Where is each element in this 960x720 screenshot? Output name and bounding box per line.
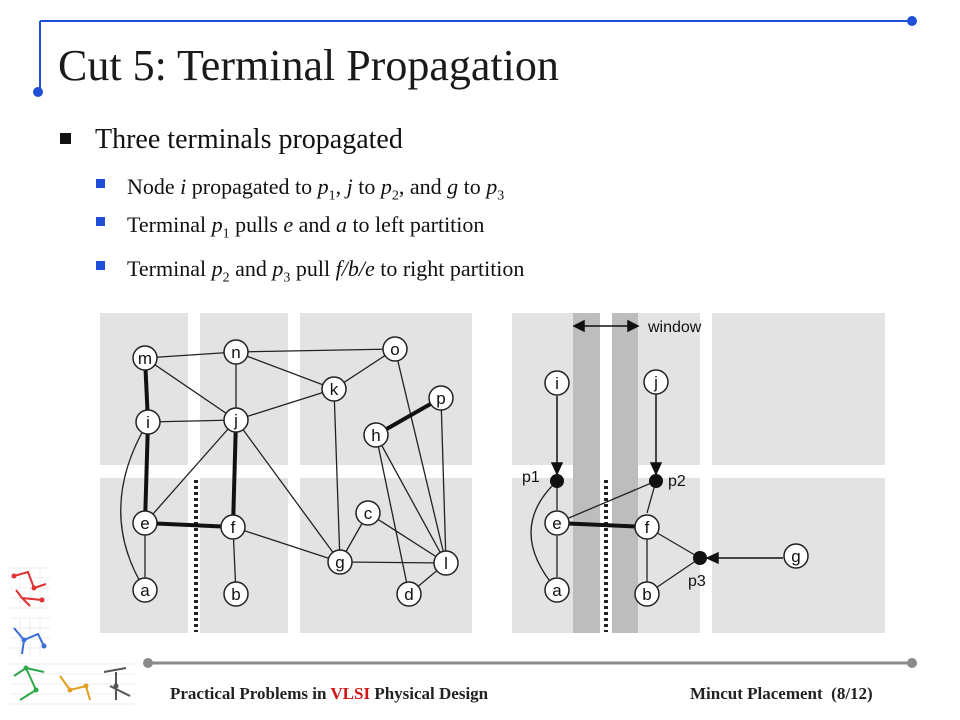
window-label: window: [647, 319, 702, 336]
right-node-b-label: b: [642, 585, 651, 604]
blue-square-bullet-icon: [96, 217, 105, 227]
right-node-i-circle: [544, 370, 570, 396]
node-i-label: i: [146, 413, 150, 432]
sub-bullet-p1-pulls: Terminal p1 pulls e and a to left partit…: [96, 212, 484, 242]
right-node-j-circle: [643, 369, 669, 395]
top-rule-dot: [907, 16, 917, 26]
node-e-label: e: [140, 514, 149, 533]
node-k-label: k: [330, 380, 339, 399]
terminal-p2-label: p2: [668, 473, 686, 490]
node-b-label: b: [231, 585, 240, 604]
placement-logo-icon: [10, 567, 135, 705]
node-b-circle: [223, 581, 249, 607]
right-node-f-label: f: [645, 518, 650, 537]
right-node-a-circle: [544, 577, 570, 603]
blue-square-bullet-icon: [96, 179, 105, 189]
node-n-label: n: [231, 343, 240, 362]
terminal-p3-dot: [693, 551, 707, 565]
window-region: [573, 313, 638, 633]
footer-course-title: Practical Problems in VLSI Physical Desi…: [170, 684, 489, 703]
node-f-label: f: [231, 518, 236, 537]
right-node-a-label: a: [552, 581, 562, 600]
right-node-j-label: j: [653, 373, 658, 392]
right-node-b-circle: [634, 581, 660, 607]
node-j-label: j: [233, 411, 238, 430]
right-heavy-edges: [556, 521, 648, 529]
node-m-circle: [132, 345, 158, 371]
window-arrow-icon: [572, 319, 640, 333]
node-g-label: g: [335, 553, 344, 572]
node-e-circle: [132, 510, 158, 536]
node-c-label: c: [364, 504, 373, 523]
node-o-label: o: [390, 340, 399, 359]
right-node-i-label: i: [555, 374, 559, 393]
right-node-g-label: g: [791, 547, 800, 566]
bullet-three-terminals: Three terminals propagated: [60, 124, 403, 156]
node-a-circle: [132, 577, 158, 603]
terminal-dots: [550, 474, 707, 565]
right-node-g-circle: [783, 543, 809, 569]
bottom-rule-dot-right: [907, 658, 917, 668]
square-bullet-icon: [60, 133, 71, 145]
propagation-arrows: [550, 394, 783, 565]
node-o-circle: [382, 336, 408, 362]
right-node-e-circle: [544, 510, 570, 536]
right-node-e-label: e: [552, 514, 561, 533]
terminal-p1-label: p1: [522, 469, 540, 486]
footer-section-page: Mincut Placement (8/12): [690, 684, 873, 703]
terminal-p1-dot: [550, 474, 564, 488]
slide-title: Cut 5: Terminal Propagation: [58, 41, 559, 90]
node-d-label: d: [404, 585, 413, 604]
node-h-label: h: [371, 426, 380, 445]
node-l-label: l: [444, 554, 448, 573]
node-p-circle: [428, 385, 454, 411]
sub-bullet-propagation: Node i propagated to p1, j to p2, and g …: [96, 174, 504, 204]
left-rule-dot: [33, 87, 43, 97]
blue-square-bullet-icon: [96, 261, 105, 271]
right-node-f-circle: [634, 514, 660, 540]
node-p-label: p: [436, 389, 445, 408]
right-partition-blocks: [512, 313, 885, 633]
terminal-p2-dot: [649, 474, 663, 488]
node-a-label: a: [140, 581, 150, 600]
node-f-circle: [220, 514, 246, 540]
left-node-circles: [132, 336, 459, 607]
sub-bullet-p2-p3-pull: Terminal p2 and p3 pull f/b/e to right p…: [96, 256, 524, 286]
node-c-circle: [355, 500, 381, 526]
node-l-circle: [433, 550, 459, 576]
node-h-circle: [363, 422, 389, 448]
terminal-p3-label: p3: [688, 573, 706, 590]
node-k-circle: [321, 376, 347, 402]
right-node-circles: [544, 369, 809, 607]
node-j-circle: [223, 407, 249, 433]
node-m-label: m: [138, 349, 152, 368]
bottom-rule-dot-left: [143, 658, 153, 668]
node-i-circle: [135, 409, 161, 435]
node-g-circle: [327, 549, 353, 575]
node-n-circle: [223, 339, 249, 365]
node-d-circle: [396, 581, 422, 607]
